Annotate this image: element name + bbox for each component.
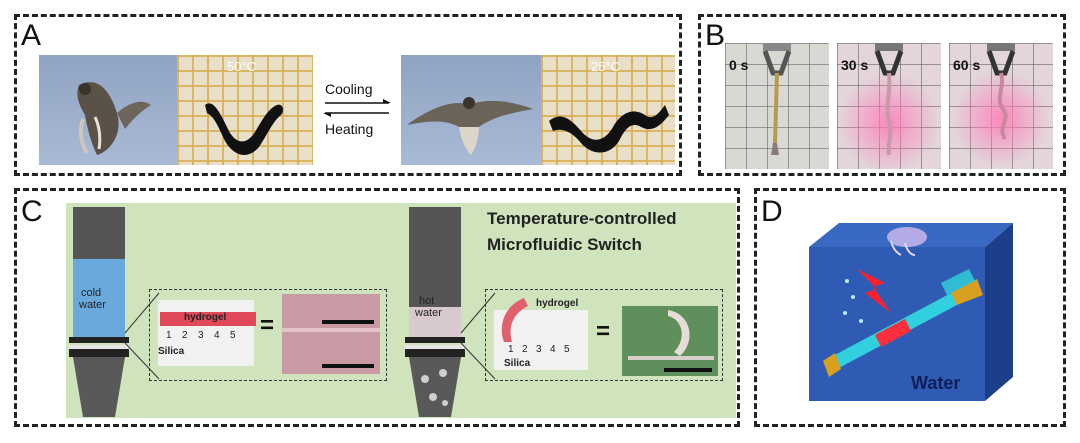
equals-sign-cold: = bbox=[260, 312, 275, 339]
switch-title-line2: Microfluidic Switch bbox=[487, 235, 642, 254]
scale-1-hot: 1 bbox=[508, 344, 514, 355]
temp-cold-label: 25°C bbox=[591, 59, 621, 74]
time-0s-label: 0 s bbox=[729, 57, 749, 73]
cold-water-line1: cold bbox=[81, 287, 102, 299]
switch-title-line1: Temperature-controlled bbox=[487, 209, 677, 228]
bird-photo-spread bbox=[401, 55, 541, 165]
zoom-lines-left bbox=[124, 292, 160, 380]
falcon-gliding-icon bbox=[407, 97, 533, 155]
scale-2-hot: 2 bbox=[522, 344, 528, 355]
water-cube-icon bbox=[809, 223, 1013, 401]
cold-zoom-box: hydrogel 1 2 3 4 5 Silica = bbox=[149, 289, 387, 381]
silica-label-cold: Silica bbox=[158, 346, 185, 357]
panel-a: A 50°C Cooling Heating 25°C bbox=[14, 14, 682, 176]
reversible-arrows-icon bbox=[323, 99, 391, 117]
heating-label: Heating bbox=[325, 121, 374, 137]
hot-result-photo bbox=[622, 306, 718, 376]
silica-label-hot: Silica bbox=[504, 358, 531, 369]
gripper-photo-0s: 0 s bbox=[725, 43, 829, 169]
folded-hydrogel-strip bbox=[205, 103, 284, 155]
hydrogel-photo-hot: 50°C bbox=[177, 55, 313, 165]
gripper-open-icon bbox=[762, 43, 792, 155]
cold-result-photo bbox=[282, 294, 380, 374]
hot-water-line1: hot bbox=[419, 295, 435, 307]
bird-photo-folded bbox=[39, 55, 177, 165]
scale-4-hot: 4 bbox=[550, 344, 556, 355]
equals-sign-hot: = bbox=[596, 318, 611, 345]
hot-syringe-icon bbox=[405, 207, 465, 417]
hydrogel-label-hot: hydrogel bbox=[536, 298, 579, 309]
scale-2-cold: 2 bbox=[182, 330, 188, 341]
hydrogel-strip-flat bbox=[160, 312, 256, 326]
scale-1-cold: 1 bbox=[166, 330, 172, 341]
hydrogel-photo-cold: 25°C bbox=[541, 55, 675, 165]
silica-slab-cold bbox=[158, 300, 254, 366]
scale-5-cold: 5 bbox=[230, 330, 236, 341]
falcon-diving-icon bbox=[77, 82, 151, 155]
scale-3-hot: 3 bbox=[536, 344, 542, 355]
panel-d: D Water bbox=[754, 188, 1066, 427]
temp-hot-label: 50°C bbox=[227, 59, 257, 74]
hydrogel-label-cold: hydrogel bbox=[184, 312, 227, 323]
zoom-lines-right bbox=[460, 292, 496, 380]
panel-a-label: A bbox=[21, 19, 42, 52]
panel-b: B 0 s 30 s bbox=[698, 14, 1066, 176]
time-60s-label: 60 s bbox=[953, 57, 981, 73]
curled-gel-photo-icon bbox=[628, 310, 714, 372]
hydrogel-curled-shape bbox=[501, 298, 528, 342]
panel-c: C cold water hydrogel 1 2 3 4 5 Silica = bbox=[14, 188, 740, 427]
panel-d-label: D bbox=[761, 195, 783, 228]
gripper-photo-30s: 30 s bbox=[837, 43, 941, 169]
time-30s-label: 30 s bbox=[841, 57, 869, 73]
water-label: Water bbox=[911, 373, 961, 393]
hot-water-line2: water bbox=[415, 307, 442, 319]
scale-3-cold: 3 bbox=[198, 330, 204, 341]
wavy-hydrogel-strip bbox=[549, 105, 669, 153]
cold-syringe-icon bbox=[69, 207, 129, 417]
scale-4-cold: 4 bbox=[214, 330, 220, 341]
gripper-heated-icon bbox=[839, 43, 939, 169]
panel-c-label: C bbox=[21, 195, 43, 228]
gripper-folded-icon bbox=[953, 43, 1049, 167]
hot-zoom-box: hydrogel 1 2 3 4 5 Silica = bbox=[485, 289, 723, 381]
scale-5-hot: 5 bbox=[564, 344, 570, 355]
cooling-label: Cooling bbox=[325, 81, 373, 97]
panel-b-label: B bbox=[705, 19, 726, 52]
cold-water-line2: water bbox=[79, 299, 106, 311]
gripper-photo-60s: 60 s bbox=[949, 43, 1053, 169]
